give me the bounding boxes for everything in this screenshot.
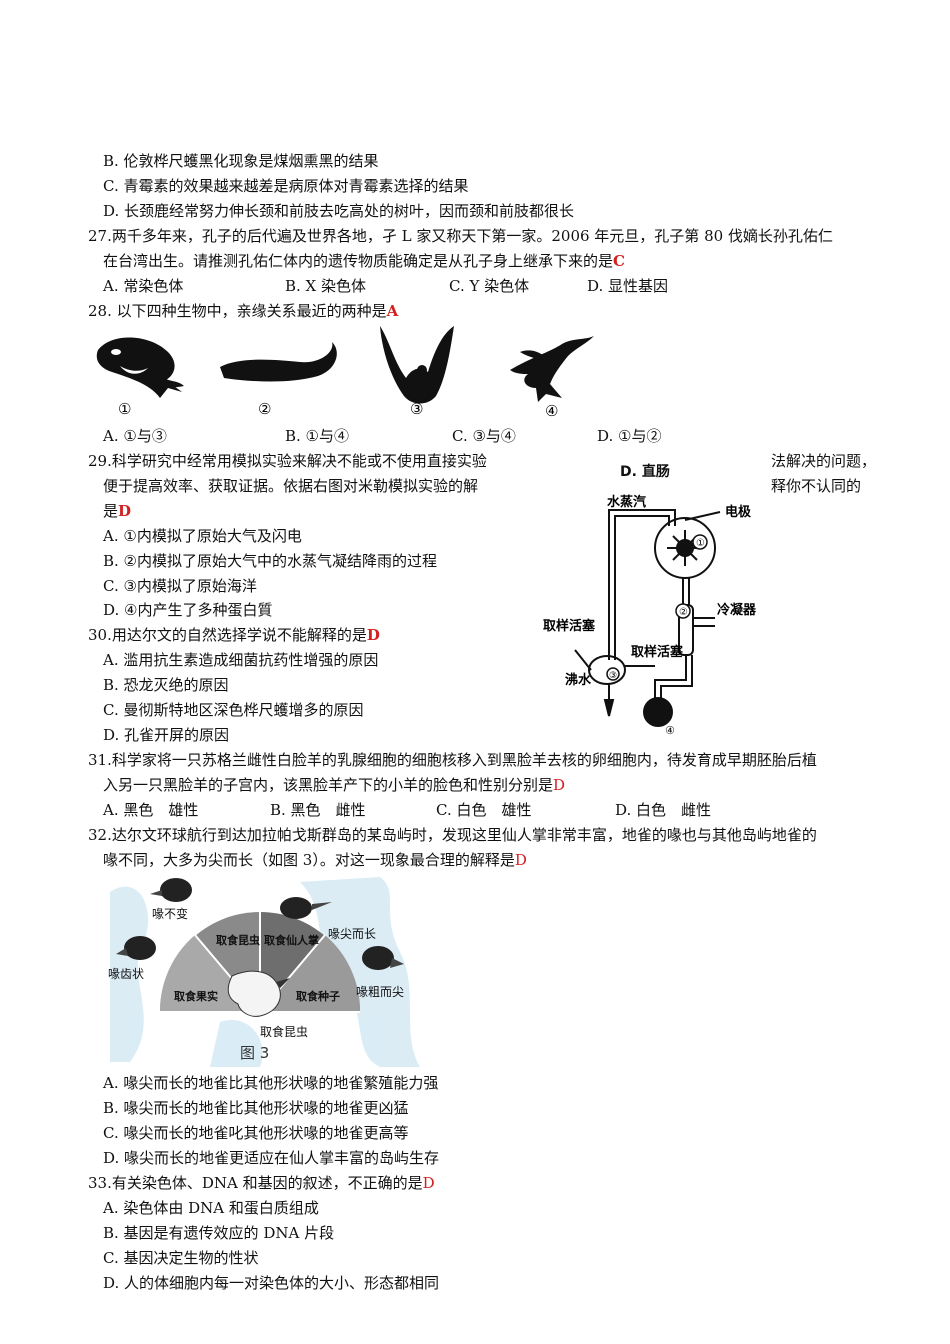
q31-option-a: A. 黑色 雄性 [103,801,199,819]
q32-option-d: D. 喙尖而长的地雀更适应在仙人掌丰富的岛屿生存 [103,1149,440,1167]
finch-label-cactus: 取食仙人掌 [264,933,319,947]
q33-option-a: A. 染色体由 DNA 和蛋白质组成 [103,1199,319,1217]
q32-answer: D [514,851,527,869]
q27-option-a: A. 常染色体 [103,277,184,295]
finch-label-beak-pointed-long: 喙尖而长 [328,927,376,941]
q30-answer: D [366,626,380,644]
q28-option-b: B. ①与④ [285,427,350,445]
eel-silhouette [220,342,337,382]
q30-option-b: B. 恐龙灭绝的原因 [103,676,229,694]
q33-option-d: D. 人的体细胞内每一对染色体的大小、形态都相同 [103,1274,440,1292]
q32-option-a: A. 喙尖而长的地雀比其他形状喙的地雀繁殖能力强 [103,1074,439,1092]
q28-stem: 28. 以下四种生物中，亲缘关系最近的两种是A [88,302,399,320]
q32-stem-line1: 32.达尔文环球航行到达加拉帕戈斯群岛的某岛屿时，发现这里仙人掌非常丰富，地雀的… [88,826,817,844]
q28-label-2: ② [258,400,271,418]
figure-3-caption: 图 3 [240,1044,269,1062]
q31-option-b: B. 黑色 雌性 [270,801,366,819]
finch-label-beak-serrated: 喙齿状 [108,967,144,981]
finch-head-left [116,936,156,960]
miller-label-n2: ② [679,607,688,618]
q27-option-b: B. X 染色体 [285,277,367,295]
q28-label-3: ③ [410,400,423,418]
q33-answer: D [422,1174,435,1192]
q26-option-d: D. 长颈鹿经常努力伸长颈和前肢去吃高处的树叶，因而颈和前肢都很长 [103,202,575,220]
miller-label-n4: ④ [665,724,675,737]
q32-stem-line2: 喙不同，大多为尖而长（如图 3）。对这一现象最合理的解释是D [103,851,527,869]
finch-label-seeds: 取食种子 [296,989,340,1003]
miller-label-sample-right: 取样活塞 [631,644,684,660]
finch-label-beak-unchanged: 喙不变 [152,906,188,921]
finch-head-right [362,946,404,970]
q30-option-a: A. 滥用抗生素造成细菌抗药性增强的原因 [103,651,379,669]
q28-label-4: ④ [545,402,558,420]
diet-fan [159,912,361,1017]
watermark [110,877,420,1067]
q29-option-b: B. ②内模拟了原始大气中的水蒸气凝结降雨的过程 [103,552,438,570]
q29-stem-line3: 是D [103,502,132,520]
bat-silhouette [380,326,454,404]
finch-head-top-left [150,878,192,902]
eagle-silhouette [510,336,594,402]
q29-stem-line1b: 法解决的问题， [771,452,877,470]
q33-stem: 33.有关染色体、DNA 和基因的叙述，不正确的是D [88,1174,435,1192]
q27-answer: C [613,252,625,270]
q29-answer: D [118,502,132,520]
q31-stem-line2: 入另一只黑脸羊的子宫内，该黑脸羊产下的小羊的脸色和性别分别是D [103,776,566,794]
q29-stem-line2a: 便于提高效率、获取证据。依据右图对米勒模拟实验的解 [103,477,479,495]
q28-label-1: ① [118,400,131,418]
q30-option-d: D. 孔雀开屏的原因 [103,726,230,744]
q31-option-c: C. 白色 雄性 [436,801,532,819]
miller-label-steam: 水蒸汽 [607,494,646,510]
q31-option-d: D. 白色 雌性 [615,801,712,819]
miller-label-boiling: 沸水 [565,672,592,688]
miller-label-electrode: 电极 [725,504,752,520]
orca-silhouette [96,337,184,398]
finch-label-insects-bottom: 取食昆虫 [260,1024,308,1039]
q28-option-a: A. ①与③ [103,427,167,445]
stray-label: D. 直肠 [620,464,670,480]
q27-option-c: C. Y 染色体 [449,277,530,295]
miller-label-condenser: 冷凝器 [717,602,757,618]
miller-label-n3: ③ [609,671,617,681]
finch-label-insects-inner: 取食昆虫 [216,933,260,947]
miller-label-n1: ① [696,538,705,549]
q29-stem-line2b: 释你不认同的 [771,477,862,495]
q28-option-c: C. ③与④ [452,427,516,445]
q32-option-b: B. 喙尖而长的地雀比其他形状喙的地雀更凶猛 [103,1099,409,1117]
q33-option-b: B. 基因是有遗传效应的 DNA 片段 [103,1224,335,1242]
q29-option-a: A. ①内模拟了原始大气及闪电 [103,527,302,545]
q28-option-d: D. ①与② [597,427,662,445]
q27-stem-line1: 27.两千多年来，孔子的后代遍及世界各地，孑 L 家又称天下第一家。2006 年… [88,227,833,245]
finch-head-top-right [280,897,332,919]
q29-stem-line1a: 29.科学研究中经常用模拟实验来解决不能或不使用直接实验 [88,452,487,470]
q28-answer: A [386,302,399,320]
q29-option-d: D. ④内产生了多种蛋白質 [103,601,273,619]
q27-stem-line2: 在台湾出生。请推测孔佑仁体内的遗传物质能确定是从孔子身上继承下来的是C [103,252,625,270]
finch-beaks-figure: 取食昆虫 取食仙人掌 取食果实 取食种子 喙不变 喙尖而长 喙齿状 喙粗而尖 取… [108,877,420,1067]
finch-label-beak-thick-pointed: 喙粗而尖 [356,985,404,999]
miller-label-sample-left: 取样活塞 [543,618,596,634]
q26-option-b: B. 伦敦桦尺蠖黑化现象是煤烟熏黑的结果 [103,152,379,170]
q32-option-c: C. 喙尖而长的地雀叱其他形状喙的地雀更高等 [103,1124,409,1142]
q30-stem: 30.用达尔文的自然选择学说不能解释的是D [88,626,380,644]
q29-option-c: C. ③内模拟了原始海洋 [103,577,257,595]
finch-label-fruit: 取食果实 [174,989,218,1003]
q26-option-c: C. 青霉素的效果越来越差是病原体对青霉素选择的结果 [103,177,469,195]
q33-option-c: C. 基因决定生物的性状 [103,1249,259,1267]
q30-option-c: C. 曼彻斯特地区深色桦尺蠖增多的原因 [103,701,364,719]
q31-stem-line1: 31.科学家将一只苏格兰雌性白脸羊的乳腺细胞的细胞核移入到黑脸羊去核的卵细胞内，… [88,751,817,769]
q28-animals-figure: ① ② ③ ④ [96,326,594,420]
miller-apparatus-figure: ① ② ③ ④ 水蒸汽 电极 冷凝器 取样活塞 取样活塞 沸水 [543,494,757,737]
q27-option-d: D. 显性基因 [587,277,669,295]
q31-answer: D [553,776,566,794]
